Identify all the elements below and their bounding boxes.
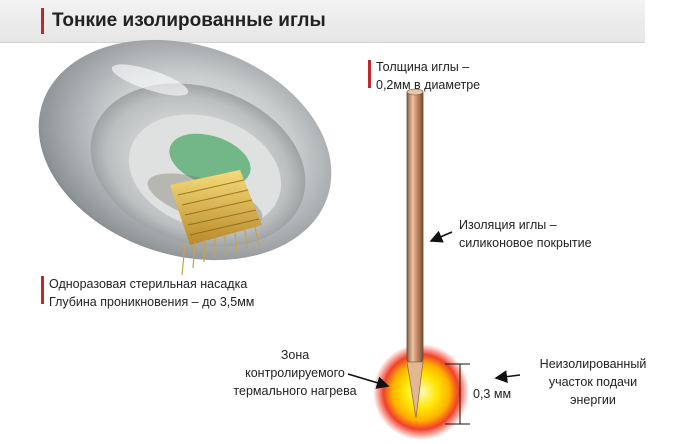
- needle-image: [373, 88, 469, 440]
- header-bar: [0, 0, 645, 43]
- cartridge-accent-bar: [41, 276, 44, 304]
- tip-dimension-bracket: [445, 363, 470, 425]
- needle-thickness-label: Толщина иглы – 0,2мм в диаметре: [376, 60, 481, 92]
- thickness-accent-bar: [368, 60, 371, 88]
- thermal-zone-label: Зона контролируемого термального нагрева: [233, 348, 357, 398]
- title-accent-bar: [41, 8, 44, 34]
- needle-insulation-label: Изоляция иглы – силиконовое покрытие: [459, 218, 592, 250]
- page-title: Тонкие изолированные иглы: [52, 10, 326, 31]
- uninsulated-section-label: Неизолированный участок подачи энергии: [539, 357, 647, 407]
- annotation-arrows: [347, 230, 521, 389]
- cartridge-label: Одноразовая стерильная насадка Глубина п…: [49, 277, 255, 309]
- cartridge-image: [38, 39, 332, 276]
- tip-length-label: 0,3 мм: [473, 387, 512, 401]
- thermal-glow: [373, 344, 469, 440]
